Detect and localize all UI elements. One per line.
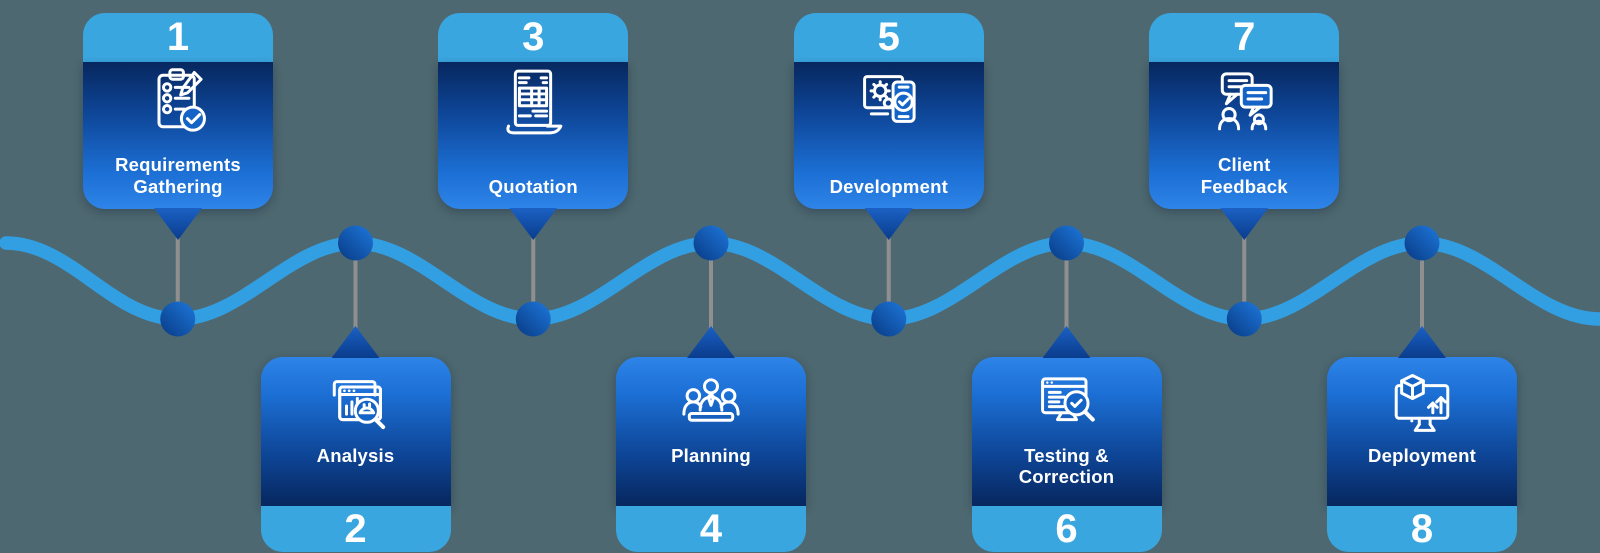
card-pointer: [154, 208, 202, 240]
timeline-node: [1049, 225, 1084, 261]
step-card-7: 7 Client Feedback: [1149, 13, 1340, 240]
timeline-node: [160, 301, 196, 337]
step-number: 2: [260, 506, 451, 552]
timeline-node: [871, 301, 907, 337]
step-card-6: Testing & Correction 6: [971, 326, 1162, 552]
step-number: 6: [971, 506, 1162, 552]
step-number: 7: [1149, 13, 1340, 62]
step-number: 1: [83, 13, 273, 62]
timeline-node: [1226, 301, 1262, 337]
step-card-4: Planning 4: [616, 326, 806, 552]
planning-icon: [673, 367, 749, 445]
card-pointer: [509, 208, 558, 240]
step-body: Client Feedback: [1149, 62, 1340, 209]
step-number: 5: [793, 13, 984, 62]
step-card-1: 1 Requirements Gathering: [83, 13, 273, 240]
step-card-5: 5 Development: [793, 13, 984, 240]
timeline-node: [1404, 225, 1440, 261]
step-label: Deployment: [1368, 445, 1476, 466]
step-label: Requirements Gathering: [115, 154, 241, 197]
step-number: 3: [438, 13, 629, 62]
step-number: 8: [1327, 506, 1517, 552]
development-icon: [851, 62, 927, 140]
step-label: Development: [829, 175, 948, 197]
timeline-node: [515, 301, 551, 337]
card-pointer: [687, 326, 735, 358]
step-body: Analysis: [260, 357, 451, 506]
requirements-gathering-icon: [140, 62, 216, 140]
card-pointer: [1042, 326, 1091, 358]
client-feedback-icon: [1206, 62, 1282, 140]
step-number: 4: [616, 506, 806, 552]
step-label: Quotation: [488, 175, 578, 197]
step-body: Planning: [616, 357, 806, 506]
step-label: Planning: [671, 445, 751, 466]
card-pointer: [864, 208, 913, 240]
step-card-8: Deployment 8: [1327, 326, 1517, 552]
timeline-node: [693, 225, 729, 261]
step-label: Client Feedback: [1200, 154, 1288, 197]
card-pointer: [1220, 208, 1269, 240]
step-body: Quotation: [438, 62, 629, 209]
card-pointer: [331, 326, 380, 358]
step-label: Analysis: [316, 445, 395, 466]
card-pointer: [1398, 326, 1446, 358]
testing-correction-icon: [1029, 367, 1105, 445]
analysis-icon: [318, 367, 394, 445]
step-body: Development: [793, 62, 984, 209]
step-card-2: Analysis 2: [260, 326, 451, 552]
deployment-icon: [1384, 367, 1460, 445]
step-body: Testing & Correction: [971, 357, 1162, 506]
step-label: Testing & Correction: [1018, 445, 1115, 488]
timeline-wave: [0, 236, 1600, 326]
quotation-icon: [495, 62, 571, 140]
timeline-node: [338, 225, 373, 261]
step-body: Requirements Gathering: [83, 62, 273, 209]
step-body: Deployment: [1327, 357, 1517, 506]
step-card-3: 3 Quotation: [438, 13, 629, 240]
